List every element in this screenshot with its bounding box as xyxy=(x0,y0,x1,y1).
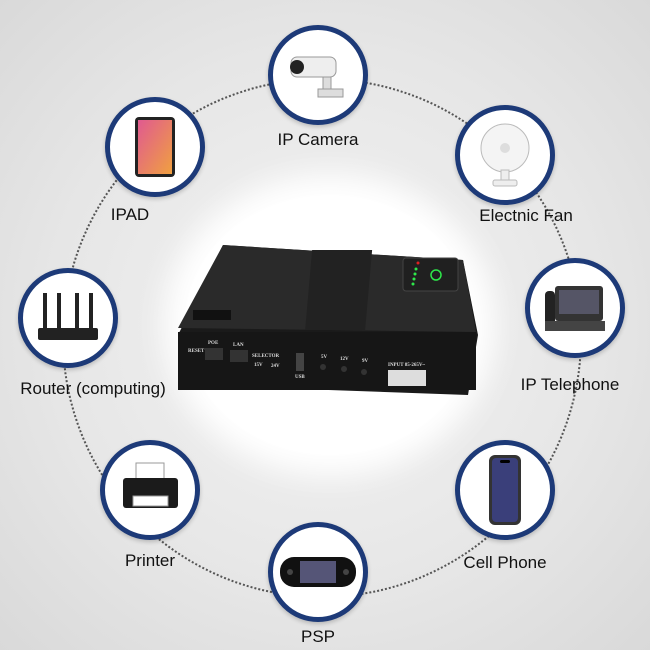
poe-port[interactable] xyxy=(205,348,223,360)
cell-phone-icon xyxy=(489,454,521,525)
device-label-fan: Electnic Fan xyxy=(479,206,573,225)
device-node-router xyxy=(18,268,118,368)
lan-label: LAN xyxy=(233,343,244,348)
out-5v-label: 5V xyxy=(321,355,328,360)
ip-camera-icon xyxy=(290,56,344,98)
device-node-psp xyxy=(268,522,368,622)
device-node-cell-phone xyxy=(455,440,555,540)
input-label: INPUT 85-265V~ xyxy=(388,363,425,368)
psp-icon xyxy=(280,557,356,587)
tablet-icon xyxy=(135,116,175,177)
poe-label: POE xyxy=(208,341,219,346)
router-icon xyxy=(38,293,98,340)
device-label-printer: Printer xyxy=(124,551,176,570)
device-node-ip-telephone xyxy=(525,258,625,358)
usb-label: USB xyxy=(295,375,305,380)
selector-24v: 24V xyxy=(271,364,280,369)
out-9v-port[interactable] xyxy=(361,369,367,375)
reset-label: RESET xyxy=(188,349,205,354)
device-label-ipad: IPAD xyxy=(110,205,150,224)
device-label-router: Router (computing) xyxy=(20,379,166,398)
mini-ups-device: RESET POE LAN SELECTOR 15V 24V USB 5V 12… xyxy=(178,240,480,400)
device-label-cell-phone: Cell Phone xyxy=(463,553,547,572)
ip-phone-icon xyxy=(545,285,605,331)
device-label-ip-camera: IP Camera xyxy=(277,130,359,149)
out-12v-port[interactable] xyxy=(341,366,347,372)
out-5v-port[interactable] xyxy=(320,364,326,370)
device-node-printer xyxy=(100,440,200,540)
device-node-fan xyxy=(455,105,555,205)
usb-port[interactable] xyxy=(296,353,304,371)
device-label-ip-telephone: IP Telephone xyxy=(520,375,620,394)
out-9v-label: 9V xyxy=(362,359,369,364)
out-12v-label: 12V xyxy=(340,357,349,362)
selector-label: SELECTOR xyxy=(252,354,280,359)
device-node-ipad xyxy=(105,97,205,197)
ac-input-port[interactable] xyxy=(388,370,426,386)
device-node-ip-camera xyxy=(268,25,368,125)
printer-icon xyxy=(122,462,178,508)
device-label-psp: PSP xyxy=(300,627,336,646)
fan-icon xyxy=(480,123,530,187)
selector-15v: 15V xyxy=(254,363,263,368)
lan-port[interactable] xyxy=(230,350,248,362)
